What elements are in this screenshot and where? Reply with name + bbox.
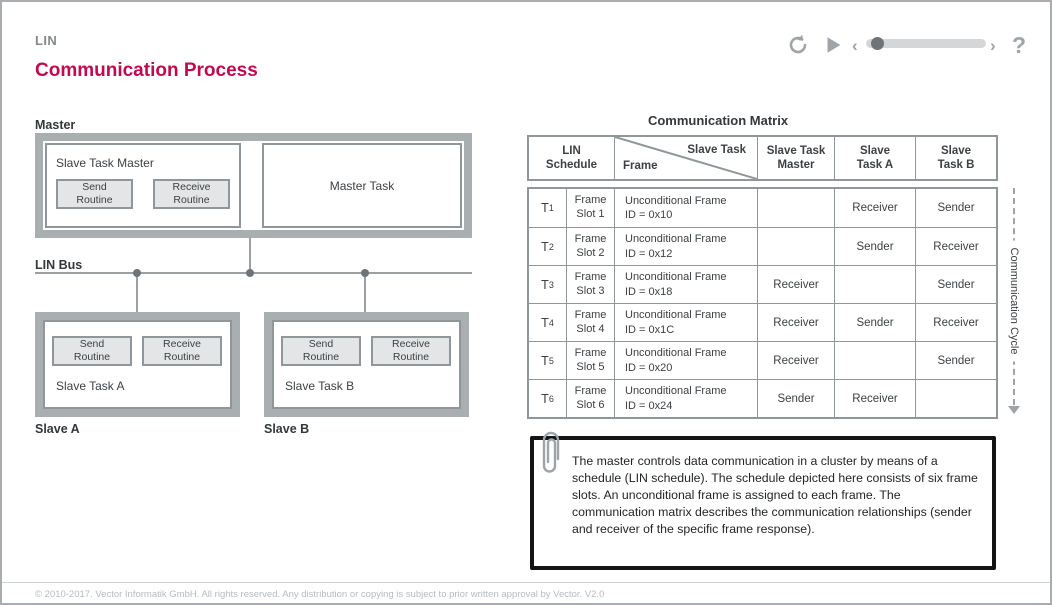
bus-connector-slave-a: [136, 273, 138, 312]
cell-role-b: [915, 379, 996, 417]
cell-slot: Frame Slot 6: [566, 379, 614, 417]
lin-schedule-header: LIN Schedule: [545, 144, 598, 171]
slave-a-caption: Slave A: [35, 422, 80, 436]
col-header-slave-task-b: Slave Task B: [915, 137, 996, 179]
master-node: Slave Task Master Send Routine Receive R…: [35, 133, 472, 238]
slider-knob[interactable]: [871, 37, 884, 50]
send-routine-box: Send Routine: [281, 336, 361, 366]
slave-b-node: Send Routine Receive Routine Slave Task …: [264, 312, 469, 417]
note-text: The master controls data communication i…: [572, 454, 978, 536]
cell-role-a: Receiver: [834, 379, 915, 417]
cell-role-b: Sender: [915, 265, 996, 303]
bus-connector-slave-b: [364, 273, 366, 312]
cell-role-a: [834, 265, 915, 303]
help-button[interactable]: ?: [1012, 32, 1027, 58]
slave-task-b-label: Slave Task B: [285, 379, 355, 393]
slave-task-header: Slave Task: [687, 144, 746, 156]
chevron-right-icon: ›: [990, 36, 996, 55]
communication-cycle-label: Communication Cycle: [1008, 240, 1020, 362]
lin-bus-label: LIN Bus: [35, 258, 83, 272]
diagonal-header: Slave Task Frame: [614, 137, 757, 179]
receive-routine-box: Receive Routine: [153, 179, 230, 209]
cell-role-master: Receiver: [757, 303, 834, 341]
diagonal-line: [615, 137, 757, 179]
slave-a-panel: Send Routine Receive Routine Slave Task …: [43, 320, 232, 409]
cell-role-master: [757, 189, 834, 227]
cell-role-b: Receiver: [915, 303, 996, 341]
slave-a-node: Send Routine Receive Routine Slave Task …: [35, 312, 240, 417]
frame-header: Frame: [623, 159, 658, 172]
play-icon: [822, 37, 844, 59]
cell-role-master: Receiver: [757, 341, 834, 379]
bus-node-dot: [246, 269, 254, 277]
communication-cycle-axis: Communication Cycle: [1000, 188, 1030, 414]
bus-node-dot: [361, 269, 369, 277]
progress-slider[interactable]: [866, 37, 986, 50]
copyright-text: © 2010-2017. Vector Informatik GmbH. All…: [35, 589, 605, 600]
step-back-button[interactable]: ‹: [852, 37, 858, 54]
step-forward-button[interactable]: ›: [990, 37, 996, 54]
cell-role-master: [757, 227, 834, 265]
cell-role-a: Receiver: [834, 189, 915, 227]
page-title: Communication Process: [35, 60, 258, 81]
slave-task-a-label: Slave Task A: [56, 379, 125, 393]
cell-role-a: Sender: [834, 303, 915, 341]
paperclip-icon: [539, 430, 563, 483]
slave-b-caption: Slave B: [264, 422, 310, 436]
cell-slot: Frame Slot 4: [566, 303, 614, 341]
footer-divider: [2, 582, 1050, 583]
cell-slot: Frame Slot 2: [566, 227, 614, 265]
send-routine-box: Send Routine: [52, 336, 132, 366]
arrow-down-icon: [1008, 406, 1020, 414]
cell-role-a: [834, 341, 915, 379]
master-task-box: Master Task: [262, 143, 462, 228]
col-header-slave-task-a: Slave Task A: [834, 137, 915, 179]
cell-role-master: Receiver: [757, 265, 834, 303]
send-routine-box: Send Routine: [56, 179, 133, 209]
cell-role-master: Sender: [757, 379, 834, 417]
slave-task-master-title: Slave Task Master: [56, 156, 154, 170]
master-caption: Master: [35, 118, 76, 132]
module-label: LIN: [35, 33, 58, 48]
cell-slot: Frame Slot 5: [566, 341, 614, 379]
chevron-left-icon: ‹: [852, 36, 858, 55]
cell-role-b: Sender: [915, 341, 996, 379]
replay-icon: [786, 34, 810, 60]
play-button[interactable]: [822, 34, 844, 56]
note-box: The master controls data communication i…: [530, 431, 996, 570]
cell-role-b: Receiver: [915, 227, 996, 265]
cell-slot: Frame Slot 3: [566, 265, 614, 303]
bus-node-dot: [133, 269, 141, 277]
cell-slot: Frame Slot 1: [566, 189, 614, 227]
matrix-header: LIN Schedule Slave Task Frame Slave Task…: [527, 135, 998, 181]
receive-routine-box: Receive Routine: [142, 336, 222, 366]
slave-b-panel: Send Routine Receive Routine Slave Task …: [272, 320, 461, 409]
replay-button[interactable]: [786, 33, 810, 57]
bus-connector-master: [249, 238, 251, 273]
receive-routine-box: Receive Routine: [371, 336, 451, 366]
cell-role-a: Sender: [834, 227, 915, 265]
matrix-title: Communication Matrix: [647, 113, 789, 128]
player-controls: ‹ › ?: [786, 30, 1036, 62]
slave-task-master-box: Slave Task Master Send Routine Receive R…: [45, 143, 241, 228]
col-header-slave-task-master: Slave Task Master: [757, 137, 834, 179]
cell-role-b: Sender: [915, 189, 996, 227]
